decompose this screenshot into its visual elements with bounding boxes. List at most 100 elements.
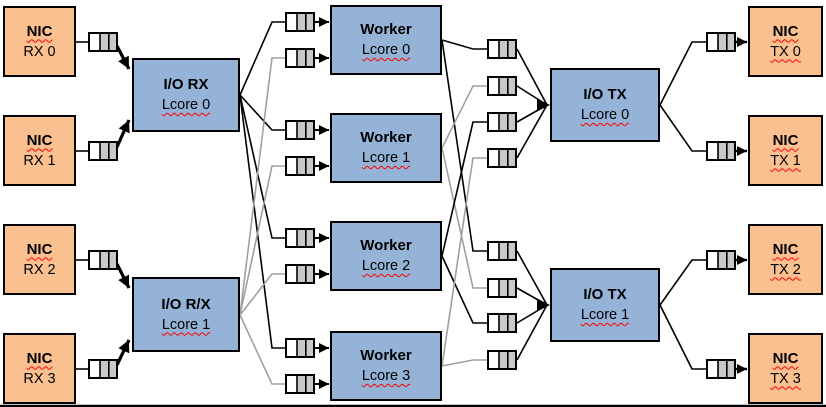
flow-line bbox=[441, 359, 488, 367]
node-title: I/O TX bbox=[583, 86, 627, 103]
fifo-queue-icon bbox=[707, 251, 735, 269]
flow-arrow-icon bbox=[115, 119, 131, 148]
flow-arrow-icon bbox=[537, 298, 550, 312]
flow-line bbox=[239, 273, 286, 316]
node-title: NIC bbox=[26, 349, 53, 367]
node-subtitle: RX 0 bbox=[23, 43, 56, 60]
node-title: NIC bbox=[772, 240, 799, 258]
flow-line bbox=[441, 39, 488, 50]
node-subtitle: TX 1 bbox=[770, 152, 801, 169]
node-title: NIC bbox=[26, 22, 53, 40]
fifo-queue-icon bbox=[286, 229, 314, 247]
node-subtitle: Lcore 1 bbox=[361, 150, 411, 166]
node-subtitle: TX 3 bbox=[770, 370, 801, 387]
flow-line bbox=[239, 94, 286, 239]
flow-line bbox=[239, 21, 286, 96]
node-subtitle: RX 2 bbox=[23, 261, 56, 278]
worker-lcore-2-node: Worker Lcore 2 bbox=[330, 221, 442, 291]
flow-line bbox=[239, 314, 286, 385]
fifo-queue-icon bbox=[488, 149, 516, 167]
flow-line bbox=[239, 165, 286, 316]
node-title: NIC bbox=[772, 22, 799, 40]
node-subtitle: Lcore 0 bbox=[580, 107, 630, 123]
flow-line bbox=[516, 48, 548, 106]
nic-tx-1-node: NIC TX 1 bbox=[748, 115, 823, 186]
node-subtitle: Lcore 0 bbox=[361, 42, 411, 58]
fifo-queue-icon bbox=[286, 157, 314, 175]
nic-tx-0-node: NIC TX 0 bbox=[748, 6, 823, 77]
fifo-queue-icon bbox=[707, 142, 735, 160]
flow-line bbox=[441, 157, 488, 367]
fifo-queue-icon bbox=[286, 13, 314, 31]
fifo-queue-icon bbox=[286, 375, 314, 393]
fifo-queue-icon bbox=[89, 33, 117, 51]
worker-lcore-1-node: Worker Lcore 1 bbox=[330, 113, 442, 183]
io-rx-lcore-1-node: I/O R/X Lcore 1 bbox=[132, 277, 240, 352]
node-subtitle: RX 1 bbox=[23, 152, 56, 169]
node-title: NIC bbox=[772, 349, 799, 367]
nic-rx-0-node: NIC RX 0 bbox=[3, 6, 76, 77]
node-subtitle: Lcore 0 bbox=[161, 97, 211, 113]
flow-line bbox=[659, 104, 707, 152]
fifo-queue-icon bbox=[89, 360, 117, 378]
fifo-queue-icon bbox=[707, 33, 735, 51]
node-title: NIC bbox=[772, 131, 799, 149]
node-title: I/O R/X bbox=[161, 295, 211, 313]
flow-arrow-icon bbox=[115, 339, 131, 366]
fifo-queue-icon bbox=[488, 314, 516, 332]
fifo-queue-icon bbox=[488, 279, 516, 297]
nic-rx-2-node: NIC RX 2 bbox=[3, 224, 76, 295]
io-tx-lcore-1-node: I/O TX Lcore 1 bbox=[550, 268, 660, 342]
fifo-queue-icon bbox=[89, 251, 117, 269]
node-title: Worker bbox=[360, 129, 412, 146]
node-title: Worker bbox=[360, 347, 412, 364]
node-title: I/O TX bbox=[583, 286, 627, 303]
flow-line bbox=[239, 57, 286, 316]
fifo-queue-icon bbox=[286, 121, 314, 139]
node-subtitle: TX 0 bbox=[770, 43, 801, 60]
fifo-queue-icon bbox=[488, 351, 516, 369]
fifo-queue-icon bbox=[488, 77, 516, 95]
nic-tx-2-node: NIC TX 2 bbox=[748, 224, 823, 295]
fifo-queue-icon bbox=[488, 242, 516, 260]
flow-line bbox=[239, 94, 286, 349]
node-title: I/O RX bbox=[163, 76, 209, 93]
flow-line bbox=[659, 304, 707, 370]
flow-line bbox=[441, 121, 488, 257]
flow-line bbox=[659, 259, 707, 306]
nic-rx-1-node: NIC RX 1 bbox=[3, 115, 76, 186]
flow-line bbox=[516, 250, 548, 306]
fifo-queue-icon bbox=[286, 49, 314, 67]
fifo-queue-icon bbox=[286, 265, 314, 283]
flow-arrow-icon bbox=[115, 263, 131, 289]
fifo-queue-icon bbox=[286, 339, 314, 357]
flow-line bbox=[441, 85, 488, 149]
io-tx-lcore-0-node: I/O TX Lcore 0 bbox=[550, 68, 660, 142]
node-subtitle: Lcore 1 bbox=[161, 316, 211, 333]
worker-lcore-3-node: Worker Lcore 3 bbox=[330, 331, 442, 401]
flow-line bbox=[659, 41, 707, 106]
node-subtitle: Lcore 1 bbox=[580, 307, 630, 323]
node-subtitle: TX 2 bbox=[770, 261, 801, 278]
io-rx-lcore-0-node: I/O RX Lcore 0 bbox=[132, 58, 240, 132]
flow-line bbox=[516, 104, 548, 159]
flow-line bbox=[441, 39, 488, 252]
fifo-queue-icon bbox=[488, 113, 516, 131]
flow-line bbox=[441, 147, 488, 289]
flow-arrow-icon bbox=[537, 98, 550, 112]
node-title: Worker bbox=[360, 21, 412, 38]
fifo-queue-icon bbox=[707, 360, 735, 378]
node-title: NIC bbox=[26, 131, 53, 149]
worker-lcore-0-node: Worker Lcore 0 bbox=[330, 5, 442, 75]
flow-line bbox=[516, 304, 548, 361]
nic-rx-3-node: NIC RX 3 bbox=[3, 333, 76, 404]
node-subtitle: Lcore 2 bbox=[361, 258, 411, 274]
node-subtitle: Lcore 3 bbox=[361, 368, 411, 384]
flow-line bbox=[441, 255, 488, 324]
fifo-queue-icon bbox=[488, 40, 516, 58]
flow-arrow-icon bbox=[115, 45, 131, 70]
node-title: NIC bbox=[26, 240, 53, 258]
fifo-queue-icon bbox=[89, 142, 117, 160]
